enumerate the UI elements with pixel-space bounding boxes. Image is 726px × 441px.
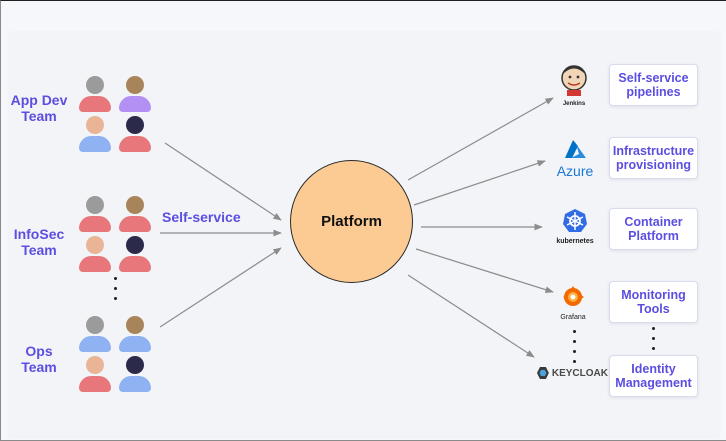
person-icon — [118, 76, 152, 114]
ellipsis-dot — [573, 340, 576, 343]
keycloak-logo: KEYCLOAK — [536, 366, 608, 380]
azure-label: Azure — [556, 163, 594, 179]
service-line: Monitoring — [621, 288, 686, 302]
team-label-ops: Ops Team — [4, 343, 74, 375]
jenkins-icon — [561, 65, 587, 96]
person-icon — [118, 356, 152, 394]
platform-node: Platform — [290, 160, 413, 283]
service-line: provisioning — [616, 158, 691, 172]
person-icon — [118, 236, 152, 274]
person-icon — [78, 196, 112, 234]
person-icon — [78, 316, 112, 354]
azure-icon — [565, 140, 586, 158]
team-label-infosec: InfoSec Team — [4, 226, 74, 258]
grafana-label: Grafana — [560, 314, 586, 321]
kubernetes-icon — [563, 209, 587, 232]
team-label-line: Team — [21, 108, 57, 124]
arrow-platform-azure — [413, 160, 546, 206]
team-label-line: Team — [21, 242, 57, 258]
team-label-app-dev: App Dev Team — [4, 92, 74, 124]
kubernetes-logo: kubernetes — [547, 208, 603, 245]
ellipsis-dot — [114, 297, 117, 300]
person-icon — [78, 236, 112, 274]
person-icon — [118, 196, 152, 234]
team-label-line: InfoSec — [13, 226, 65, 242]
service-line: Identity — [631, 362, 676, 376]
arrow-platform-keycloak — [407, 274, 535, 358]
arrow-ops-platform — [159, 247, 282, 328]
jenkins-logo: Jenkins — [556, 64, 592, 107]
ellipsis-dot — [573, 330, 576, 333]
service-line: Tools — [637, 302, 670, 316]
service-line: Platform — [628, 229, 679, 243]
service-line: Infrastructure — [612, 144, 695, 158]
team-label-line: Team — [21, 359, 57, 375]
person-icon — [78, 116, 112, 154]
platform-label: Platform — [321, 213, 382, 230]
ellipsis-dot — [652, 327, 655, 330]
ellipsis-dot — [652, 347, 655, 350]
arrow-platform-jenkins — [407, 97, 554, 181]
keycloak-label: KEYCLOAK — [551, 367, 608, 379]
person-icon — [118, 116, 152, 154]
service-line: Self-service — [618, 71, 689, 85]
kubernetes-label: kubernetes — [556, 238, 594, 245]
ellipsis-dot — [573, 350, 576, 353]
ellipsis-dot — [114, 277, 117, 280]
azure-logo: Azure — [550, 140, 600, 179]
arrow-platform-grafana — [415, 248, 554, 293]
service-line: Management — [615, 376, 692, 390]
person-icon — [118, 316, 152, 354]
ellipsis-dot — [114, 287, 117, 290]
person-icon — [78, 76, 112, 114]
service-line: pipelines — [626, 85, 681, 99]
grafana-icon — [563, 286, 584, 306]
team-label-line: Ops — [25, 343, 53, 359]
grafana-logo: Grafana — [554, 285, 592, 321]
self-service-label: Self-service — [162, 209, 241, 225]
arrow-appdev-platform — [164, 142, 282, 221]
team-label-line: App Dev — [10, 92, 68, 108]
keycloak-icon — [536, 367, 549, 379]
ellipsis-dot — [573, 360, 576, 363]
ellipsis-dot — [652, 337, 655, 340]
service-line: Container — [624, 215, 683, 229]
person-icon — [78, 356, 112, 394]
jenkins-label: Jenkins — [562, 101, 586, 107]
